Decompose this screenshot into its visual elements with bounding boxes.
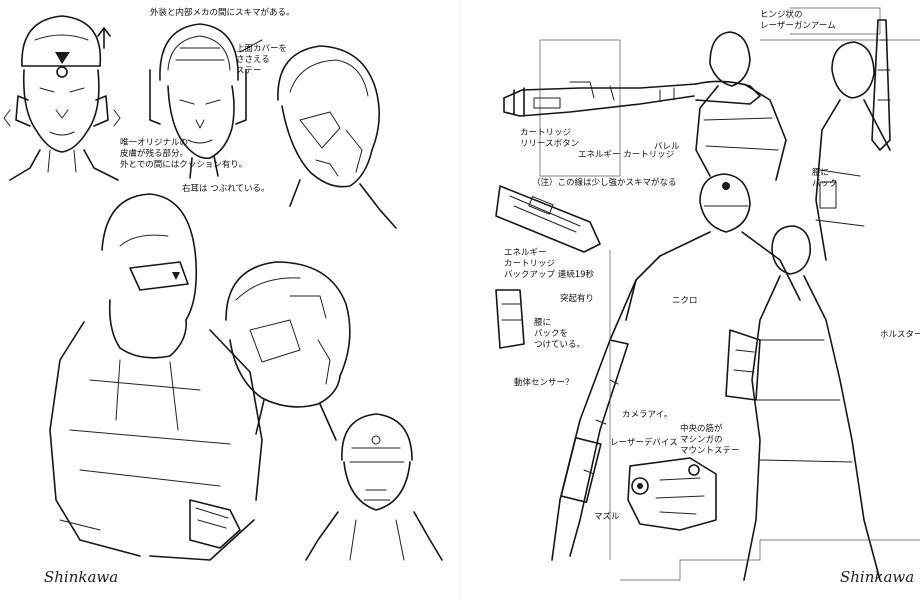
- gun-diagonal-sketch: [495, 185, 601, 253]
- helmet-profile-sketch: [225, 261, 351, 441]
- note-top-cover: 上面カバーを ささえる ステー: [236, 44, 288, 76]
- gun-arm-horizontal-sketch: [503, 80, 761, 117]
- note-belt-2: 腰に パックを つけている。: [534, 318, 586, 350]
- note-mount: 突起有り: [560, 294, 595, 304]
- head-back-sketch: [305, 413, 443, 561]
- signature-left: Shinkawa: [44, 568, 119, 586]
- head-three-quarter-sketch: [277, 45, 397, 229]
- head-front-sketch: [3, 15, 121, 181]
- signature-right: Shinkawa: [840, 568, 915, 586]
- note-muzzle: マズル: [594, 512, 620, 522]
- note-right-title: ヒンジ状の レーザーガンアーム: [760, 10, 836, 31]
- right-page: ヒンジ状の レーザーガンアーム カートリッジ リリースボタン エネルギー カート…: [460, 0, 920, 600]
- note-belt: 腰に バック: [812, 168, 838, 189]
- note-fire: （注）この線は少し強かスキマがなる: [532, 178, 677, 188]
- left-page: 外装と内部メカの間にスキマがある。 上面カバーを ささえる ステー 唯一オリジナ…: [3, 8, 443, 586]
- note-laser-device: レーザーデバイス: [610, 438, 678, 448]
- note-cartridge-release: カートリッジ リリースボタン: [520, 128, 580, 149]
- figure-profile-sketch: [725, 225, 881, 581]
- left-page-sketches: [3, 15, 443, 561]
- note-ears: 右耳は つぶれている。: [182, 184, 270, 194]
- note-barrel: バレル: [654, 142, 680, 152]
- note-cartridge-2: エネルギー カートリッジ: [578, 150, 675, 160]
- note-motion-sensor: 動体センサー？: [514, 378, 574, 388]
- note-slot: ニクロ: [672, 296, 698, 306]
- note-holster: ホルスター: [880, 330, 920, 340]
- note-skin: 唯一オリジナルの 皮膚が残る部分。 外とでの間にはクッション有り。: [120, 138, 248, 170]
- note-energy-cartridge: エネルギー カートリッジ バックアップ 連続19秒: [504, 248, 595, 280]
- figure-main-sketch: [551, 173, 801, 561]
- laser-device-sketch: [627, 457, 717, 531]
- head-mechanism-sketch: [149, 23, 263, 179]
- belt-pack-sketch: [495, 289, 525, 349]
- note-center-mount: 中央の筋が マシンガの マウントステー: [680, 424, 740, 456]
- figure-arm-raised-sketch: [695, 19, 891, 261]
- note-top-center: 外装と内部メカの間にスキマがある。: [150, 8, 295, 18]
- note-camera-eye: カメラアイ。: [622, 410, 673, 420]
- helmet-body-sketch: [49, 193, 263, 561]
- right-page-sketches: [495, 7, 920, 581]
